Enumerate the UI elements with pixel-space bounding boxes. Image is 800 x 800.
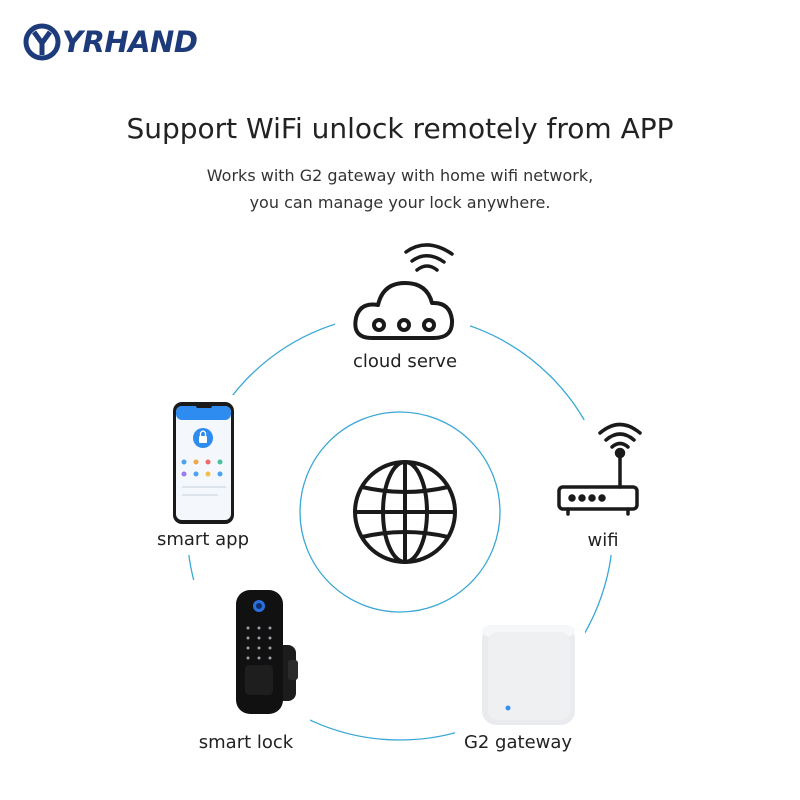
subtitle-line-2: you can manage your lock anywhere.: [249, 193, 551, 212]
label-smart-lock: smart lock: [199, 732, 294, 753]
label-wifi: wifi: [587, 530, 618, 551]
brand-emblem-icon: [23, 23, 61, 61]
cloud-icon: [353, 281, 455, 340]
page-subtitle: Works with G2 gateway with home wifi net…: [0, 162, 800, 216]
label-g2-gateway: G2 gateway: [464, 732, 572, 753]
smart-lock-icon: [236, 590, 298, 714]
label-cloud-serve: cloud serve: [353, 351, 457, 372]
brand-name: YRHAND: [62, 25, 198, 59]
inner-ring: [299, 411, 501, 613]
brand-logo: YRHAND: [22, 22, 198, 62]
page-title: Support WiFi unlock remotely from APP: [126, 112, 674, 145]
gateway-device-icon: [482, 625, 575, 725]
cloud-wifi-signal-icon: [404, 243, 454, 272]
smartphone-icon: [173, 402, 234, 524]
globe-icon: [353, 460, 457, 564]
label-smart-app: smart app: [157, 529, 249, 550]
router-icon: [557, 422, 642, 516]
subtitle-line-1: Works with G2 gateway with home wifi net…: [206, 166, 594, 185]
